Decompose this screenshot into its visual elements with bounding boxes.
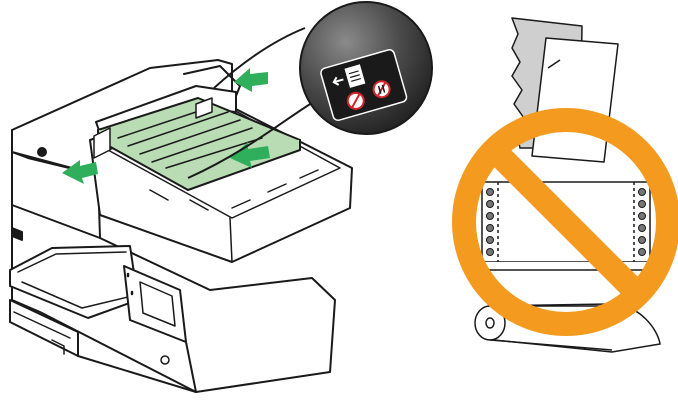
paper-guide-arrow-icon [230, 142, 270, 168]
adf-label-callout [299, 1, 433, 135]
printer-illustration [9, 59, 353, 393]
prohibited-sign-icon [452, 108, 678, 336]
paper-guide-arrows [62, 68, 270, 184]
folded-paper-sheet [531, 37, 619, 163]
paper-guide-arrow-icon [234, 68, 268, 92]
printer-body [11, 151, 336, 393]
document-feeder-label-icon [320, 49, 408, 122]
paper-guide-arrow-icon [62, 160, 98, 184]
callout-lines [187, 27, 321, 179]
power-button-icon [37, 147, 47, 157]
